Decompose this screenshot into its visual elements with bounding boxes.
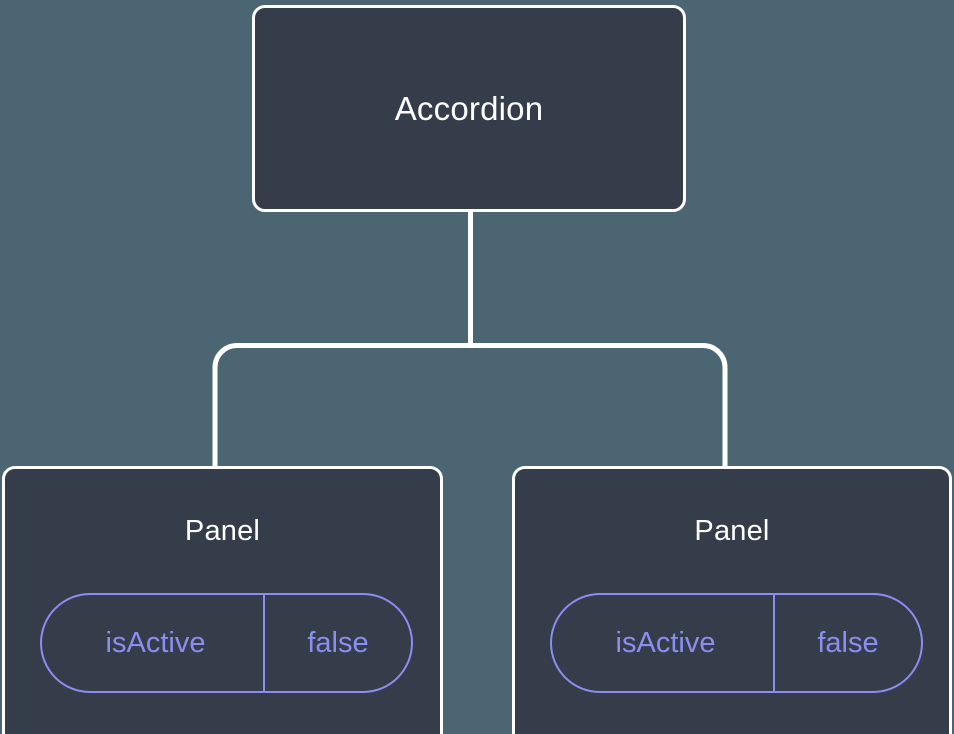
prop-value-isactive-1: false <box>307 626 369 659</box>
prop-divider-2 <box>773 595 775 691</box>
node-panel-1[interactable]: Panel isActive false <box>2 466 443 734</box>
node-panel-2-title: Panel <box>694 515 770 547</box>
node-panel-2[interactable]: Panel isActive false <box>512 466 952 734</box>
connector-branch-left <box>212 343 471 468</box>
prop-key-isactive-2: isActive <box>615 626 716 659</box>
node-accordion[interactable]: Accordion <box>252 5 686 212</box>
prop-pill-isactive-2[interactable]: isActive false <box>550 593 923 693</box>
prop-pill-isactive-1[interactable]: isActive false <box>40 593 413 693</box>
prop-key-isactive-1: isActive <box>105 626 206 659</box>
prop-divider-1 <box>263 595 265 691</box>
connector-branch-right <box>470 343 728 468</box>
node-panel-1-title: Panel <box>184 515 261 547</box>
prop-value-isactive-2: false <box>817 626 879 659</box>
node-accordion-title: Accordion <box>394 90 544 127</box>
